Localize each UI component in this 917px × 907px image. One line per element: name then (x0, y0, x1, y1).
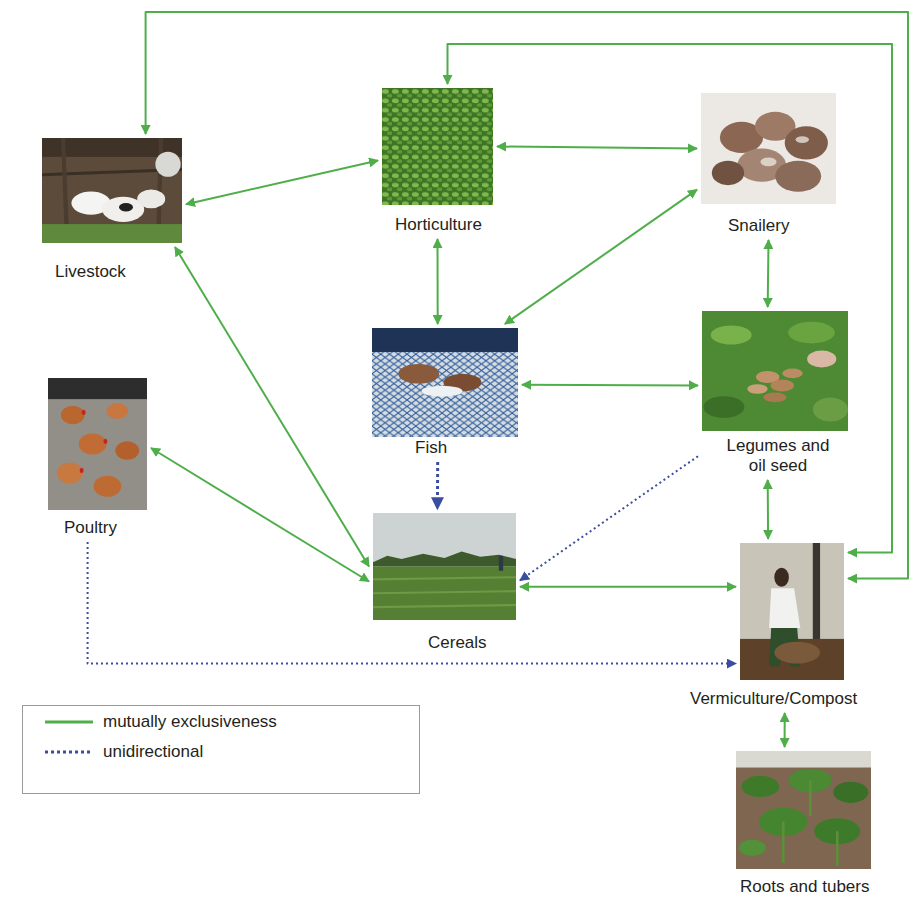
mutual-arrow (505, 190, 697, 324)
photo-node: Fish (372, 328, 518, 458)
mutual-arrow (448, 44, 893, 553)
mutual-arrow (784, 713, 786, 747)
unidirectional-arrow (88, 542, 736, 664)
photo-node: Poultry (48, 378, 147, 538)
photo-node: Vermiculture/Compost (690, 543, 858, 709)
poultry-photo (48, 378, 147, 510)
node-label: Fish (415, 438, 447, 458)
mutual-arrow (520, 586, 736, 588)
mutual-arrow (175, 247, 369, 567)
photo-node: Snailery (701, 93, 836, 236)
mutual-arrow (186, 161, 378, 205)
node-label: Vermiculture/Compost (690, 689, 857, 709)
mutual-arrow (497, 147, 697, 149)
mutual-arrow (151, 448, 369, 582)
node-label: Snailery (728, 216, 789, 236)
mutual-arrow (767, 240, 770, 307)
node-label: Cereals (428, 633, 487, 653)
cereal-field-photo (373, 513, 516, 620)
legend-text: unidirectional (103, 742, 203, 762)
node-label: Roots and tubers (740, 877, 869, 897)
photo-node: Legumes and oil seed (702, 311, 848, 476)
photo-node: Livestock (42, 138, 182, 282)
node-label: Poultry (64, 518, 117, 538)
rabbit-photo (42, 138, 182, 243)
node-label: Legumes and oil seed (718, 436, 838, 476)
photo-node: Horticulture (382, 88, 493, 235)
mutual-arrow (146, 12, 908, 579)
mutual-arrow (437, 239, 439, 324)
legend-box: mutually exclusiveness unidirectional (22, 705, 420, 794)
unidirectional-arrow (436, 462, 439, 509)
legend-text: mutually exclusiveness (103, 712, 277, 732)
photo-node: Roots and tubers (736, 751, 871, 897)
groundnut-photo (702, 311, 848, 431)
taro-photo (736, 751, 871, 869)
fish-net-photo (372, 328, 518, 437)
horticulture-photo (382, 88, 493, 205)
mutual-arrow (522, 384, 698, 387)
mutual-arrow (767, 480, 769, 539)
snail-photo (701, 93, 836, 204)
photo-node: Cereals (373, 513, 516, 653)
compost-photo (740, 543, 844, 680)
unidirectional-arrow (520, 456, 698, 580)
node-label: Livestock (55, 262, 126, 282)
node-label: Horticulture (395, 215, 482, 235)
